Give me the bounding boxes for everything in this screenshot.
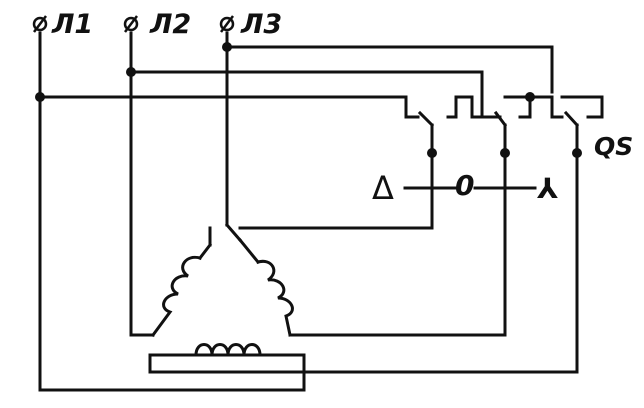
terminal-l3-label: Л3 xyxy=(241,9,283,40)
junction-dot xyxy=(572,148,582,158)
switch-contact-3 xyxy=(518,95,564,119)
terminal-l3-slash xyxy=(220,15,234,33)
switch-contact-2 xyxy=(480,90,502,119)
terminal-l2-slash xyxy=(124,15,138,33)
terminal-l1-slash xyxy=(33,15,47,33)
junction-dot xyxy=(35,92,45,102)
switch-blade-2 xyxy=(493,110,508,128)
coil-left xyxy=(150,255,202,338)
switch-contact-4 xyxy=(560,95,604,119)
terminal-l1-label: Л1 xyxy=(52,9,94,40)
junction-dot xyxy=(222,42,232,52)
junction-dot xyxy=(500,148,510,158)
coil-right xyxy=(256,259,294,337)
off-position-symbol: 0 xyxy=(455,169,475,202)
coil-bottom xyxy=(194,343,262,357)
delta-position-symbol: Δ xyxy=(372,169,394,207)
junction-dot xyxy=(525,92,535,102)
bus-l3 xyxy=(225,45,554,94)
star-position-symbol: ⅄ xyxy=(537,172,559,205)
switch-blade-3 xyxy=(563,110,580,128)
junction-dot xyxy=(126,67,136,77)
switch-stem-2 xyxy=(288,123,507,337)
delta-right-leg xyxy=(237,237,261,265)
delta-left-leg xyxy=(197,242,213,261)
switch-stem-1 xyxy=(238,123,434,230)
wire-l1 xyxy=(38,31,306,392)
wire-l2 xyxy=(129,31,155,337)
bottom-winding-box xyxy=(148,353,306,374)
delta-top-node xyxy=(208,222,243,247)
switch-contact-1 xyxy=(446,95,484,119)
bus-l1 xyxy=(38,95,420,119)
terminal-l2-label: Л2 xyxy=(150,9,192,40)
bus-l2 xyxy=(129,70,484,94)
switch-stem-3 xyxy=(302,123,579,374)
switch-blade-1 xyxy=(417,110,435,128)
switch-label: QS xyxy=(594,132,634,161)
junction-dot xyxy=(427,148,437,158)
